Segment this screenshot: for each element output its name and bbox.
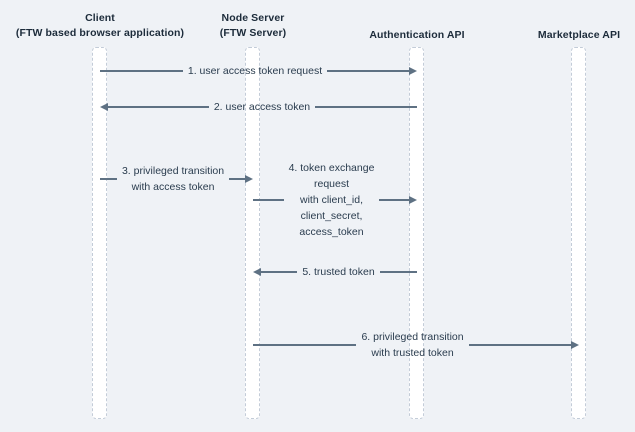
participant-name-line2: (FTW based browser application) xyxy=(15,27,185,39)
arrowhead-right-icon xyxy=(245,175,254,183)
message-line xyxy=(379,199,411,201)
participant-name-line2: (FTW Server) xyxy=(219,27,287,39)
message-label: 5. trusted token xyxy=(302,266,375,278)
lifeline-authentication-api xyxy=(409,47,424,419)
message-line xyxy=(327,70,410,72)
message-line xyxy=(100,178,117,180)
participant-name-line1: Marketplace API xyxy=(537,29,621,41)
message-line xyxy=(253,199,284,201)
participant-header-node-server: Node Server (FTW Server) xyxy=(163,11,343,41)
participant-name-line1: Authentication API xyxy=(369,29,465,41)
message-line xyxy=(107,106,209,108)
arrowhead-left-icon xyxy=(100,103,108,111)
arrowhead-right-icon xyxy=(571,341,580,349)
participant-name-line1: Node Server xyxy=(221,12,285,24)
message-line xyxy=(315,106,417,108)
message-label: 6. privileged transition with trusted to… xyxy=(361,331,464,359)
participant-header-client: Client (FTW based browser application) xyxy=(0,11,200,41)
message-line xyxy=(260,271,298,273)
message-label: 2. user access token xyxy=(213,101,311,113)
participant-name-line1: Client xyxy=(85,12,115,24)
message-line xyxy=(100,70,183,72)
lifeline-client xyxy=(92,47,107,419)
arrowhead-left-icon xyxy=(253,268,261,276)
participant-header-marketplace-api: Marketplace API xyxy=(489,28,635,43)
arrowhead-right-icon xyxy=(409,196,418,204)
message-line xyxy=(253,344,357,346)
message-line xyxy=(229,178,247,180)
message-label: 4. token exchange request with client_id… xyxy=(288,162,375,238)
message-label: 3. privileged transition with access tok… xyxy=(121,165,225,193)
lifeline-node-server xyxy=(245,47,260,419)
participant-header-authentication-api: Authentication API xyxy=(327,28,507,43)
arrowhead-right-icon xyxy=(409,67,417,75)
message-line xyxy=(468,344,573,346)
message-label: 1. user access token request xyxy=(187,65,323,77)
message-line xyxy=(379,271,418,273)
lifeline-marketplace-api xyxy=(571,47,586,419)
